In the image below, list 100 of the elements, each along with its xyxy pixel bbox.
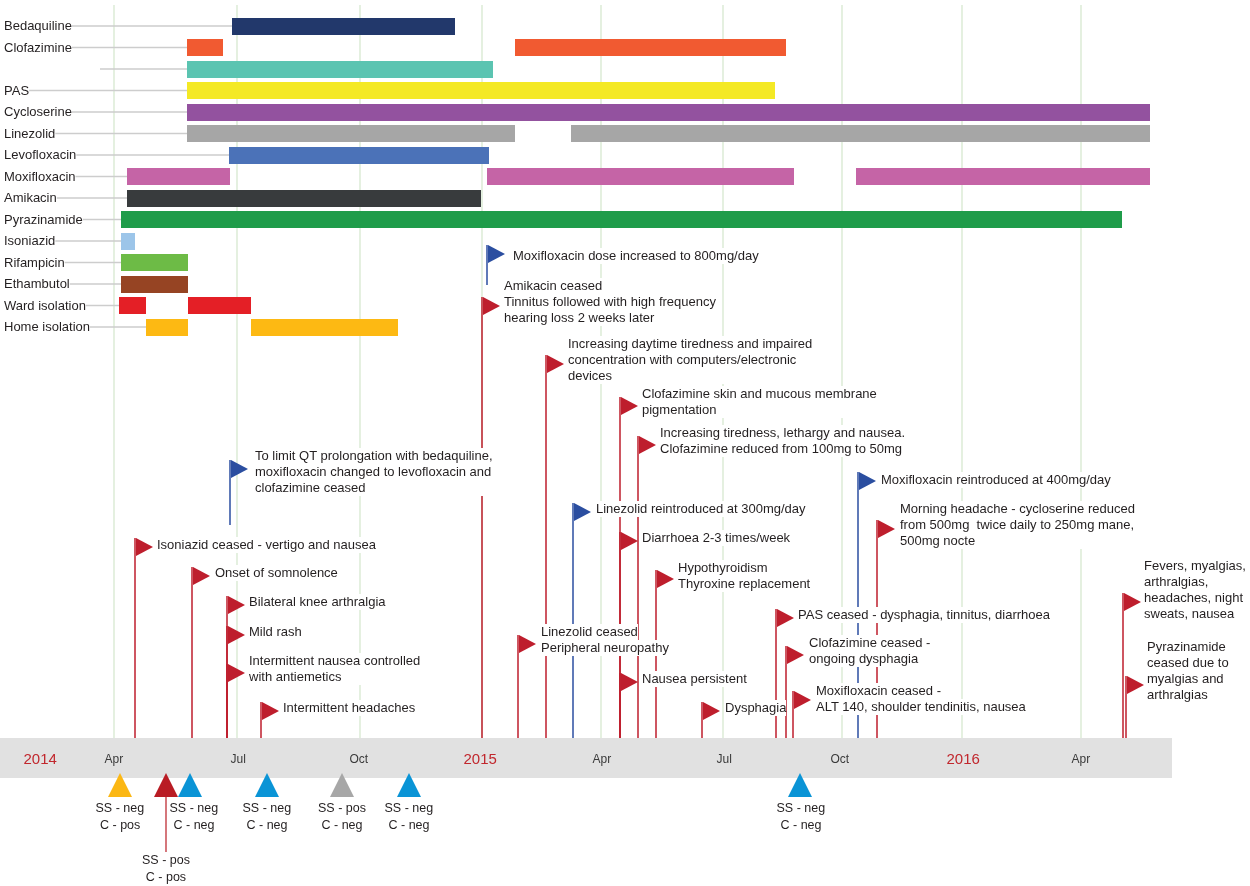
triangle-marker	[397, 773, 421, 797]
row-label: Levofloxacin	[4, 147, 77, 163]
timeline-bar	[121, 211, 1122, 228]
event-label: Linezolid reintroduced at 300mg/day	[596, 501, 806, 517]
triangle-marker	[255, 773, 279, 797]
row-label: Home isolation	[4, 319, 90, 335]
leader-line	[74, 175, 128, 178]
triangle-marker	[108, 773, 132, 797]
leader-line	[71, 46, 188, 49]
year-label: 2016	[946, 750, 980, 768]
row-label: Amikacin	[4, 190, 57, 206]
result-label: SS - neg	[776, 800, 826, 817]
timeline-bar	[251, 318, 398, 336]
triangle-marker	[330, 773, 354, 797]
year-label: 2015	[463, 750, 497, 768]
triangle-marker	[788, 773, 812, 797]
event-label: Amikacin ceased	[504, 278, 603, 294]
row-label: Clofazimine	[4, 39, 72, 56]
year-label: 2014	[23, 750, 57, 768]
timeline-bar	[187, 39, 223, 56]
leader-line	[71, 111, 188, 113]
event-label: Clofazimine skin and mucous membrane pigmentation	[642, 386, 878, 418]
timeline-bar	[487, 168, 794, 185]
row-label: Ethambutol	[4, 276, 70, 292]
leader-line	[63, 261, 122, 264]
event-label: Bilateral knee arthralgia	[249, 594, 386, 610]
timeline-bar	[232, 17, 455, 35]
event-label: Increasing tiredness, lethargy and nausea.	[660, 425, 905, 441]
leader-line	[28, 89, 188, 92]
event-label: Diarrhoea 2-3 times/week	[642, 530, 791, 546]
result-label: C - neg	[173, 817, 215, 834]
timeline-bar	[121, 232, 135, 250]
timeline-bar	[571, 125, 1150, 142]
event-label: Onset of somnolence	[215, 565, 338, 581]
timeline-bar	[146, 318, 188, 336]
timeline-bar	[187, 60, 493, 78]
timeline-bar	[188, 297, 251, 314]
result-label: C - neg	[780, 817, 822, 834]
row-label: Ward isolation	[4, 297, 86, 314]
result-label: C - neg	[246, 817, 288, 834]
leader-line	[56, 197, 128, 199]
event-label: Clofazimine ceased - ongoing dysphagia	[809, 635, 932, 667]
event-label: Moxifloxacin reintroduced at 400mg/day	[881, 472, 1111, 488]
row-label: Moxifloxacin	[4, 168, 76, 185]
result-label: SS - pos	[318, 800, 366, 817]
month-label: Apr	[592, 752, 612, 766]
event-label: ALT 140, shoulder tendinitis, nausea	[816, 699, 1026, 715]
event-label: Morning headache - cycloserine reduced from 500mg twice daily to 250mg mane, 500mg nocte	[900, 501, 1136, 549]
result-label: SS - neg	[242, 800, 292, 817]
event-label: Linezolid ceased	[541, 624, 638, 640]
leader-line	[71, 25, 233, 27]
event-label: PAS ceased - dysphagia, tinnitus, diarrhoea	[798, 607, 1050, 623]
event-label: Clofazimine reduced from 100mg to 50mg	[660, 441, 903, 457]
timeline-bar	[187, 82, 775, 99]
month-label: Apr	[104, 752, 124, 766]
event-label: Peripheral neuropathy	[541, 640, 669, 656]
leader-line	[89, 326, 147, 328]
event-label: Intermittent nausea controlled with antiemetics	[249, 653, 422, 685]
row-label: Bedaquiline	[4, 18, 72, 34]
triangle-marker	[178, 773, 202, 797]
result-label: C - pos	[145, 869, 187, 886]
event-label: Intermittent headaches	[283, 700, 416, 716]
result-label: C - neg	[321, 817, 363, 834]
event-label: Hypothyroidism	[678, 560, 768, 576]
timeline-bar	[187, 125, 515, 142]
timeline-bar	[127, 189, 481, 207]
timeline-bar	[856, 168, 1150, 185]
month-label: Oct	[830, 752, 850, 766]
leader-line	[165, 796, 167, 853]
leader-line	[82, 218, 122, 221]
event-label: Nausea persistent	[642, 671, 747, 687]
event-label: Moxifloxacin ceased -	[816, 683, 941, 699]
result-label: C - pos	[100, 817, 141, 834]
leader-line	[85, 304, 120, 307]
leader-line	[69, 283, 122, 285]
month-label: Oct	[349, 752, 369, 766]
leader-line	[75, 154, 230, 156]
triangle-marker	[154, 773, 178, 797]
timeline-bar	[121, 254, 188, 271]
result-label: SS - neg	[95, 800, 145, 817]
result-label: SS - neg	[384, 800, 434, 817]
row-label: Linezolid	[4, 125, 56, 142]
row-label: PAS	[4, 82, 30, 99]
result-label: C - neg	[388, 817, 430, 834]
row-label: Cycloserine	[4, 104, 72, 120]
month-label: Jul	[230, 752, 246, 766]
leader-line	[54, 132, 188, 135]
result-label: SS - neg	[169, 800, 219, 817]
timeline-bar	[515, 39, 786, 56]
leader-line	[99, 68, 188, 70]
timeline-bar	[119, 297, 146, 314]
row-label: Isoniazid	[4, 233, 56, 249]
timeline-bar	[187, 103, 1150, 121]
timeline-bar	[229, 146, 489, 164]
event-label: Isoniazid ceased - vertigo and nausea	[157, 537, 376, 553]
row-label: Rifampicin	[4, 254, 65, 271]
timeline-bar	[127, 168, 230, 185]
event-label: To limit QT prolongation with bedaquiline, moxifloxacin changed to levofloxacin and clofazimine ceased	[255, 448, 494, 496]
leader-line	[54, 240, 122, 242]
event-label: Increasing daytime tiredness and impaired concentration with computers/electronic devices	[568, 336, 814, 384]
